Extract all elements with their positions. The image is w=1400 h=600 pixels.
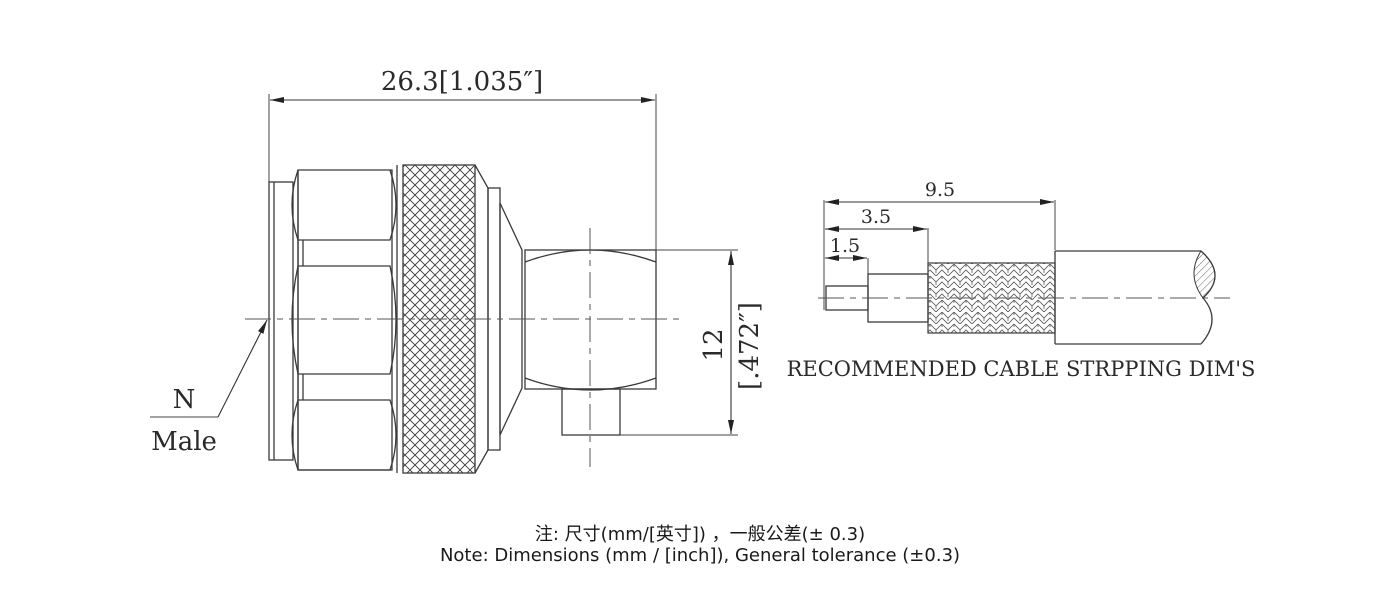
type-leader [217, 319, 268, 418]
connector-drawing: 26.3[1.035″] [150, 67, 765, 474]
height-mm-label: 12 [699, 328, 729, 361]
overall-length-label: 26.3[1.035″] [381, 67, 543, 97]
cable-entry [561, 388, 621, 436]
front-flange [268, 181, 294, 461]
connector-gender-label: Male [151, 427, 217, 457]
dim-9-5-label: 9.5 [925, 179, 955, 201]
connector-type-label: N [173, 385, 196, 415]
note-chinese: 注: 尺寸(mm/[英寸]) ，一般公差(± 0.3) [534, 524, 866, 545]
hex-nut [291, 169, 397, 471]
dim-1-5-label: 1.5 [830, 235, 860, 257]
rear-cone [499, 202, 523, 436]
stripping-caption: RECOMMENDED CABLE STRPPING DIM'S [787, 357, 1256, 381]
jacket-section-hatch [1193, 250, 1216, 299]
dim-3-5-label: 3.5 [861, 206, 891, 228]
height-inch-label: [.472″] [735, 302, 765, 390]
note-english: Note: Dimensions (mm / [inch]), General … [439, 545, 961, 566]
cable-stripping-drawing: 9.5 3.5 1.5 RECOMMENDED CABLE STRPPING D… [787, 179, 1256, 381]
braid-shield [927, 262, 1056, 334]
